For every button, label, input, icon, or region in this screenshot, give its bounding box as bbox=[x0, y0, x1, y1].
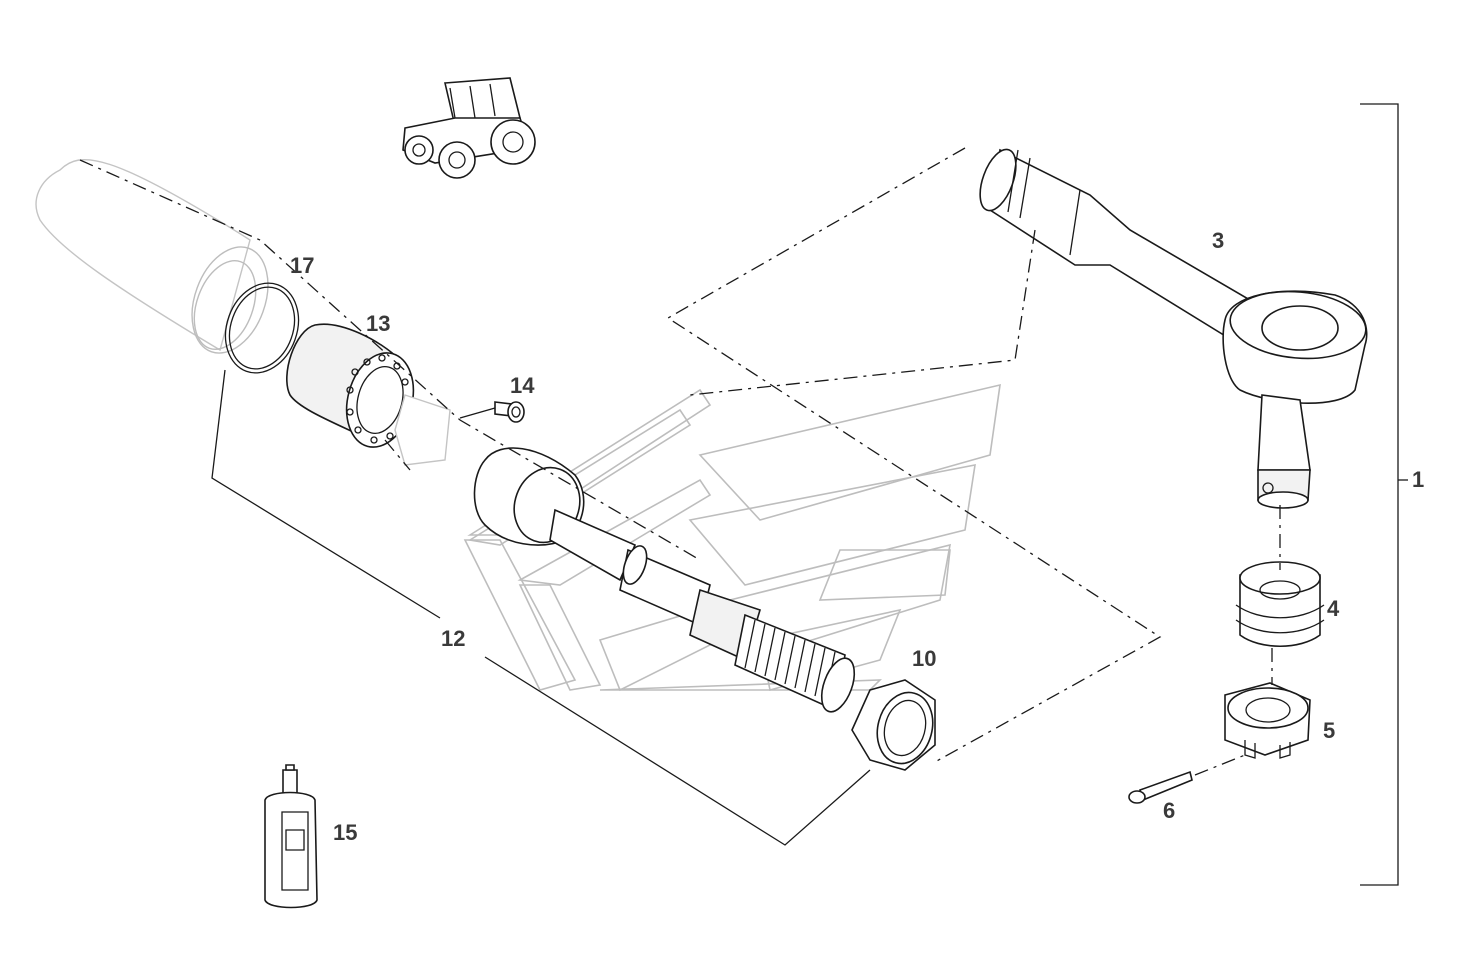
part-17-retaining-ring bbox=[224, 282, 300, 374]
part-3-outer-tie-rod-end bbox=[979, 148, 1368, 509]
adhesive-bottle-icon bbox=[264, 764, 318, 909]
part-5-castle-nut bbox=[1224, 682, 1311, 759]
assembly-axis-lines bbox=[79, 147, 1281, 776]
part-14-set-screw bbox=[459, 401, 525, 423]
axle-housing-ghost bbox=[35, 159, 269, 354]
part-6-cotter-pin bbox=[1128, 770, 1193, 804]
callout-5: 5 bbox=[1323, 718, 1335, 743]
callout-3: 3 bbox=[1212, 228, 1224, 253]
callout-15: 15 bbox=[333, 820, 357, 845]
callout-1: 1 bbox=[1412, 467, 1424, 492]
part-4-dust-boot bbox=[1235, 561, 1325, 648]
callout-12: 12 bbox=[441, 626, 465, 651]
part-12-bracket-lines bbox=[211, 369, 871, 846]
part-12-inner-tie-rod bbox=[473, 447, 856, 713]
assembly-1-bracket bbox=[1360, 103, 1408, 886]
callout-labels: 1 3 4 5 6 10 12 13 14 15 17 bbox=[290, 228, 1424, 845]
part-10-lock-nut bbox=[851, 679, 936, 771]
callout-4: 4 bbox=[1327, 596, 1340, 621]
callout-13: 13 bbox=[366, 311, 390, 336]
callout-17: 17 bbox=[290, 253, 314, 278]
tractor-icon bbox=[402, 77, 536, 179]
callout-10: 10 bbox=[912, 646, 936, 671]
part-13-axial-joint-housing bbox=[286, 323, 451, 466]
callout-6: 6 bbox=[1163, 798, 1175, 823]
callout-14: 14 bbox=[510, 373, 535, 398]
